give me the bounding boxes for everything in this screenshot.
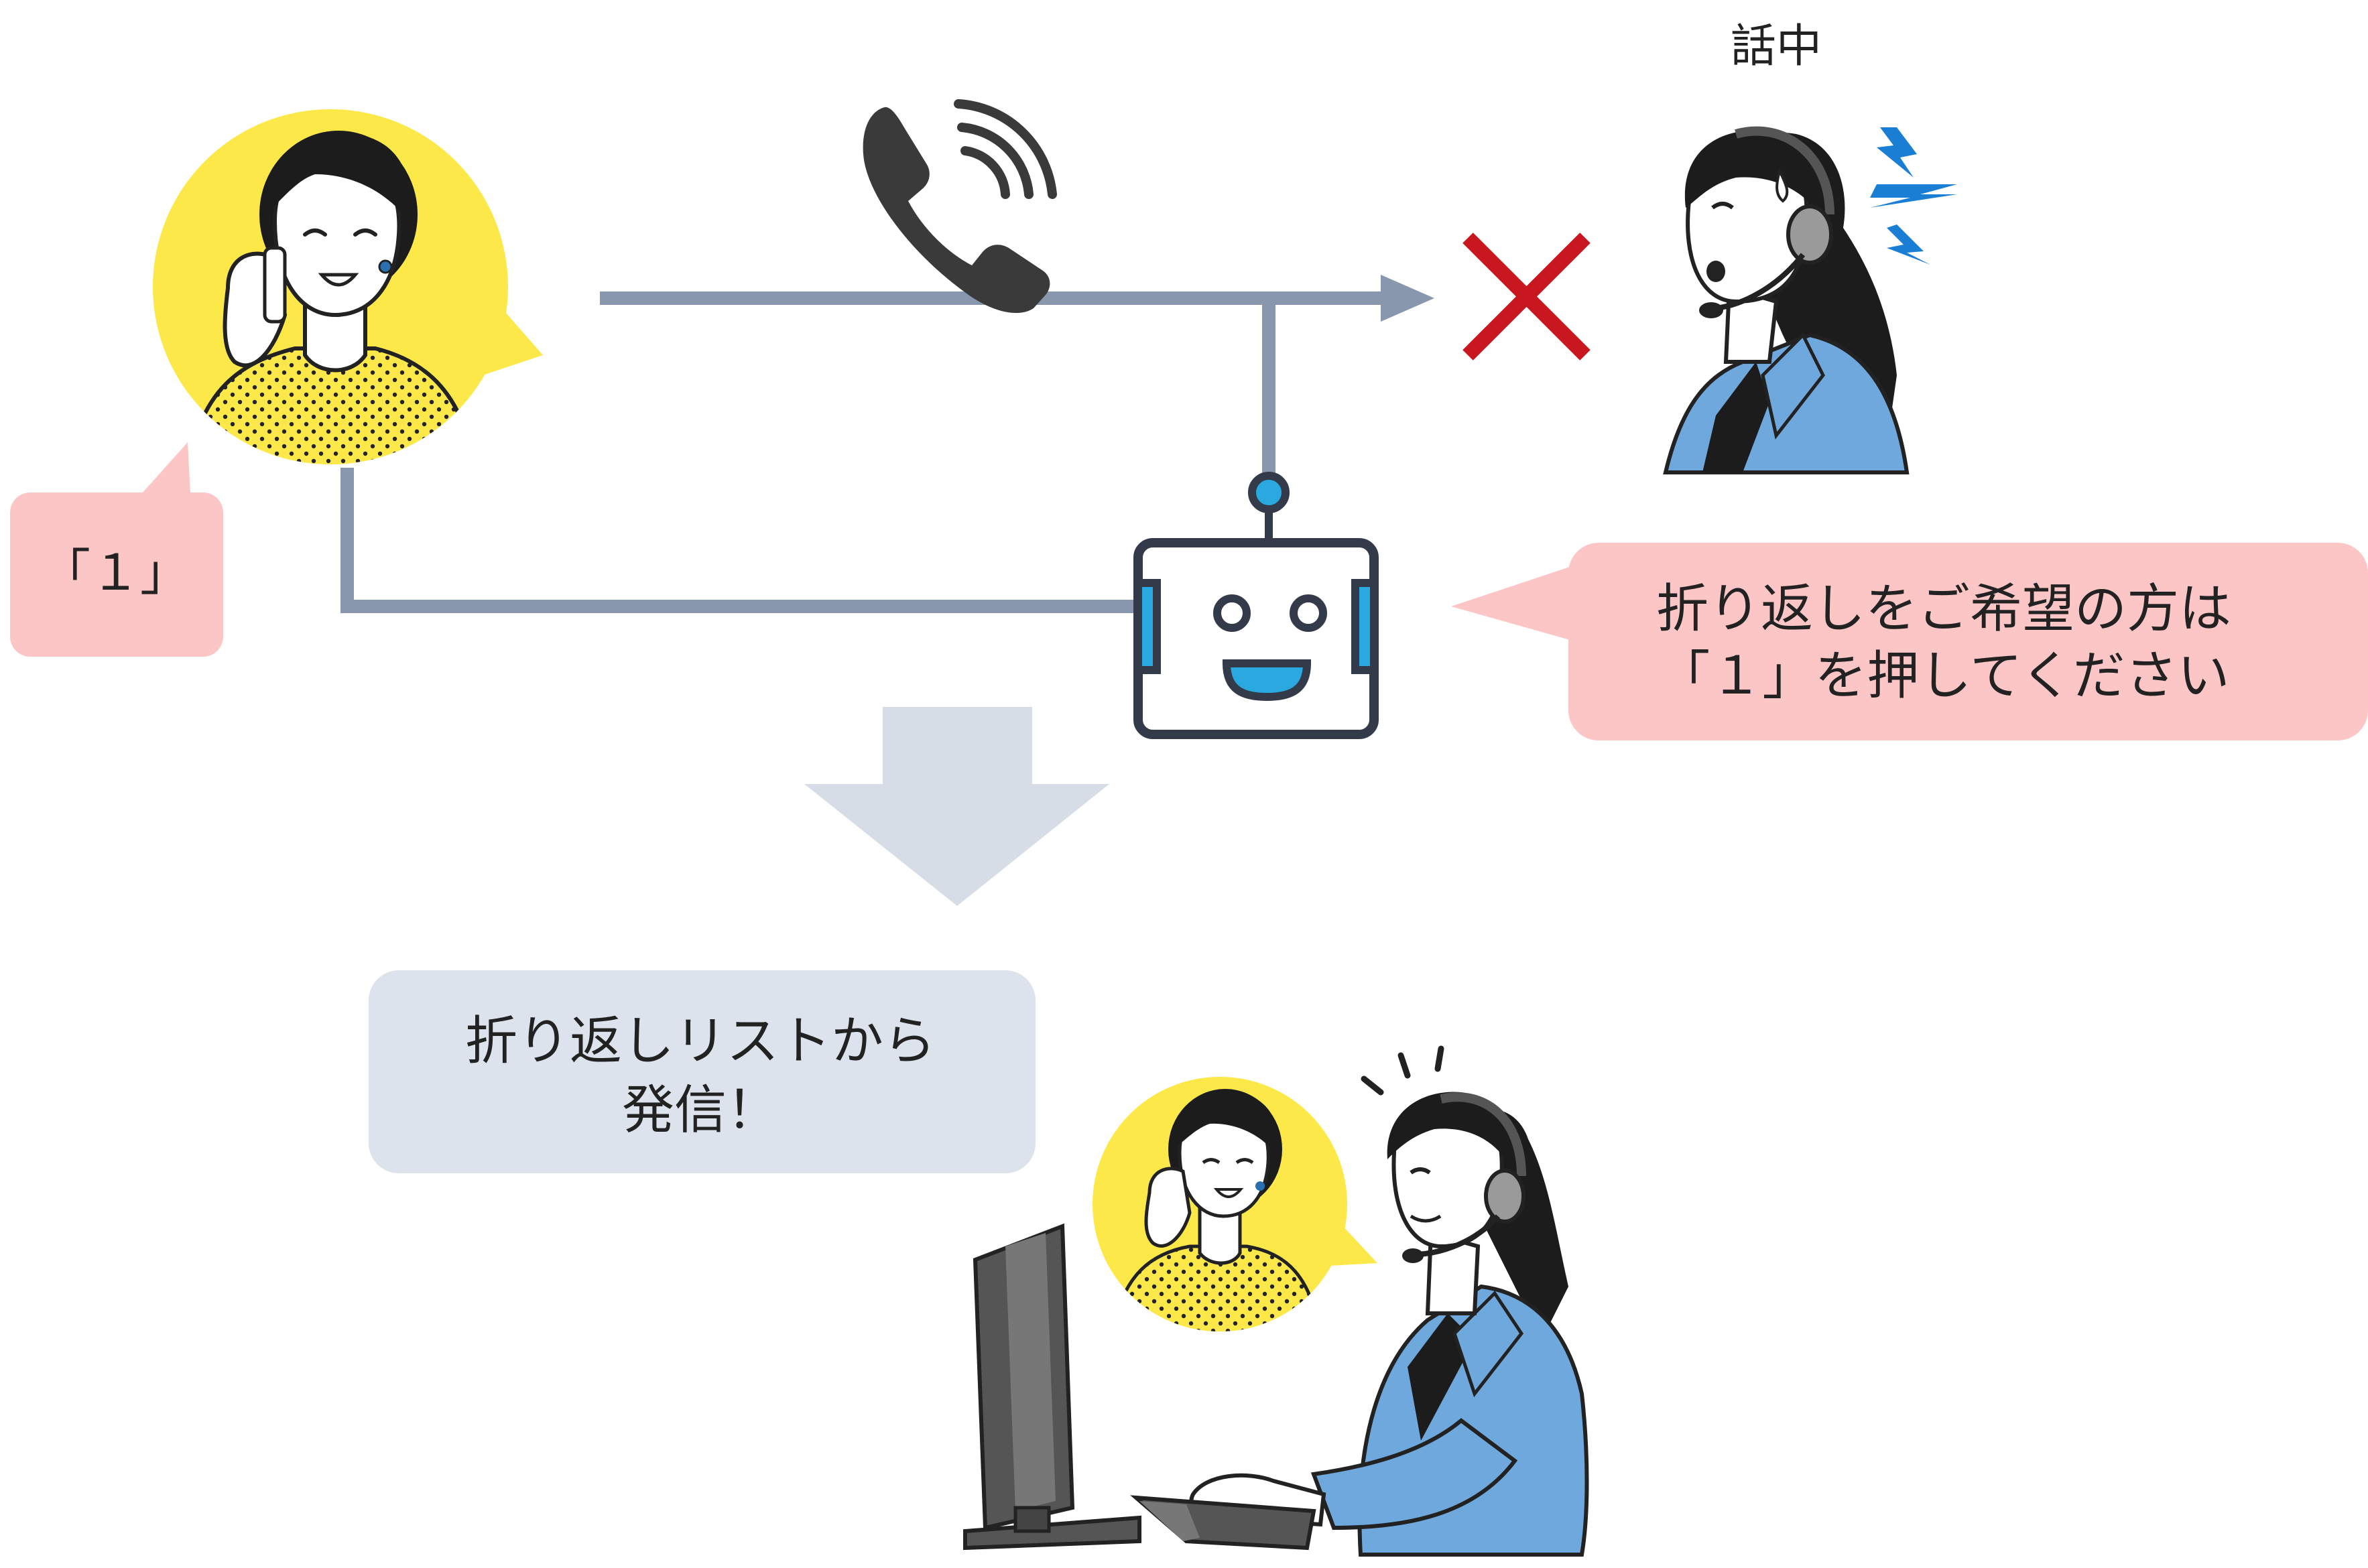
callback-note-bubble: 折り返しリストから 発信！ bbox=[369, 970, 1036, 1173]
callback-note-line2: 発信！ bbox=[622, 1080, 779, 1140]
stress-marks bbox=[1870, 127, 1957, 265]
caller-reply-bubble: 「１」 bbox=[10, 442, 223, 657]
down-arrow bbox=[804, 707, 1109, 906]
ivr-prompt-bubble: 折り返しをご希望の方は 「１」を押してください bbox=[1451, 543, 2368, 740]
busy-operator bbox=[1663, 126, 1957, 474]
attention-marks bbox=[1361, 1045, 1444, 1096]
ivr-prompt-line2: 「１」を押してください bbox=[1658, 646, 2229, 706]
caller-robot-line bbox=[340, 468, 1139, 613]
keyboard bbox=[1130, 1495, 1316, 1551]
ivr-robot-icon bbox=[1133, 472, 1379, 739]
call-arrow-head bbox=[1381, 275, 1434, 322]
computer-monitor bbox=[963, 1223, 1141, 1551]
callback-note-line1: 折り返しリストから bbox=[465, 1011, 936, 1071]
caller-avatar bbox=[153, 109, 543, 464]
busy-label: 話中 bbox=[1731, 20, 1822, 73]
operator-at-desk bbox=[1189, 1092, 1589, 1557]
ivr-prompt-line1: 折り返しをご希望の方は bbox=[1656, 579, 2231, 639]
caller-thought-bubble bbox=[1093, 1077, 1377, 1331]
red-x-icon bbox=[1462, 233, 1591, 361]
phone-ringing-icon bbox=[863, 99, 1057, 314]
caller-reply-text: 「１」 bbox=[41, 544, 190, 602]
